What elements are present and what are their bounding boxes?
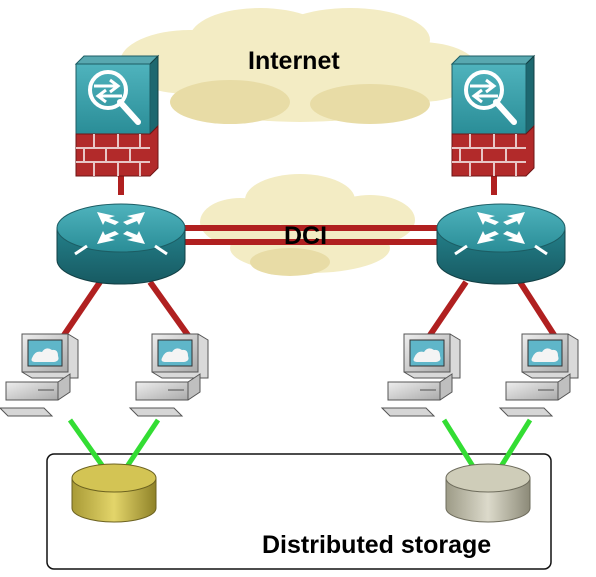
server-4-icon: [499, 333, 579, 417]
distributed-storage-box: [46, 453, 552, 570]
network-links: [59, 172, 559, 340]
link-router-right-server-3: [425, 280, 469, 340]
storage-links: [67, 418, 533, 470]
link-server-4-storage-right: [497, 418, 533, 470]
server-2-icon: [129, 333, 209, 417]
link-router-left-server-1: [59, 280, 103, 340]
router-left-icon: [55, 202, 187, 286]
link-server-1-storage-left: [67, 418, 107, 470]
firewall-left-icon: [76, 56, 158, 176]
firewall-right-icon: [452, 56, 534, 176]
link-router-right-server-4: [517, 280, 559, 340]
server-3-icon: [381, 333, 461, 417]
router-right-icon: [435, 202, 567, 286]
storage-right-disk-icon: [445, 463, 531, 523]
link-router-left-server-2: [147, 280, 193, 340]
link-server-2-storage-left: [123, 418, 161, 470]
storage-left-disk-icon: [71, 463, 157, 523]
storage-box-label: Distributed storage: [262, 531, 491, 559]
internet-label: Internet: [248, 47, 340, 75]
link-server-3-storage-right: [441, 418, 477, 470]
server-1-icon: [0, 333, 79, 417]
dci-label: DCI: [284, 222, 327, 250]
dci-cloud: [200, 174, 415, 276]
